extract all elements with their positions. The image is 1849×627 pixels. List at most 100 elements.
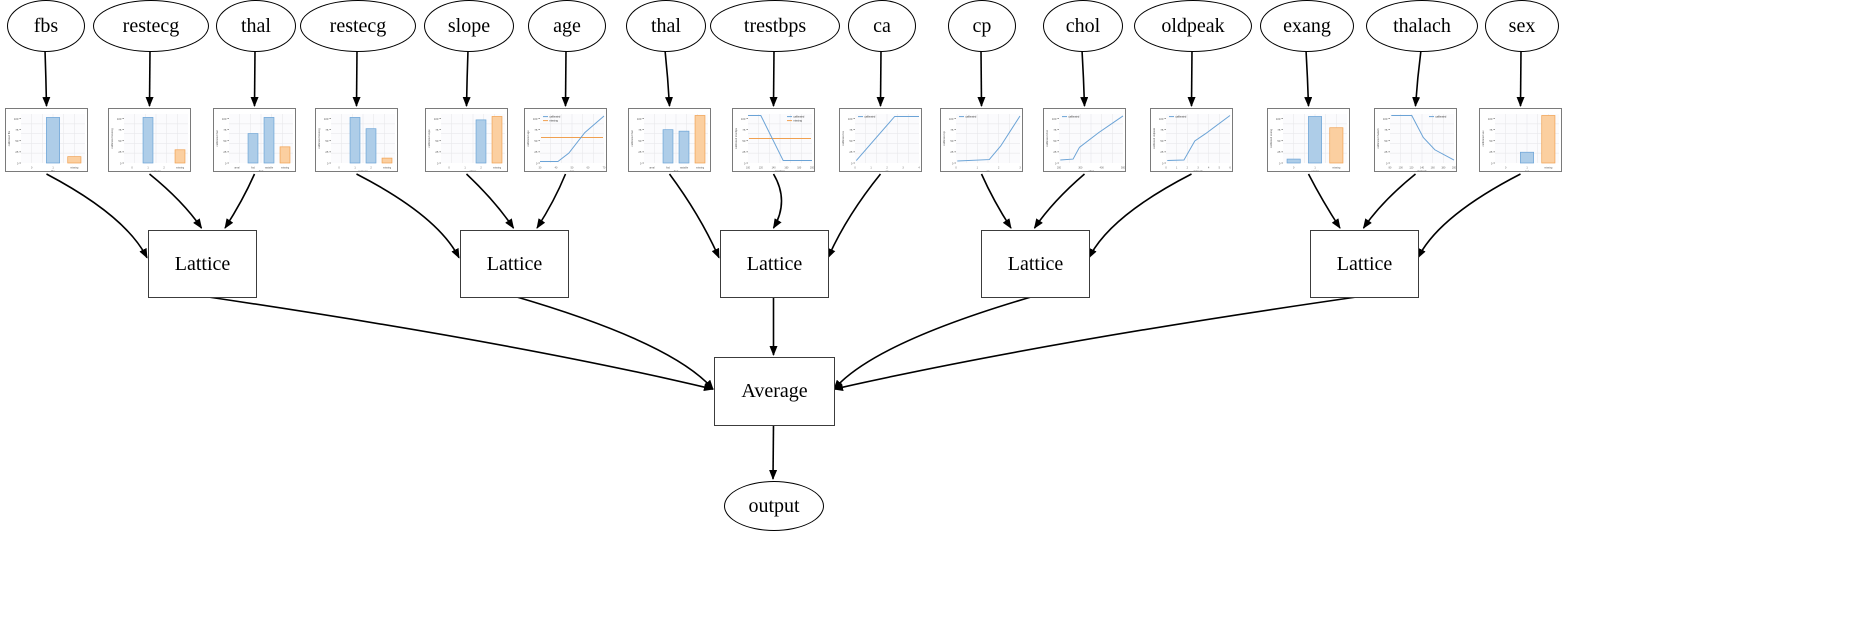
feature-node-thalach-13[interactable]: thalach — [1366, 0, 1478, 52]
svg-text:calibrated: calibrated — [1175, 116, 1186, 119]
svg-text:50: 50 — [15, 139, 18, 143]
svg-text:50: 50 — [849, 139, 852, 143]
svg-text:0: 0 — [536, 161, 538, 165]
svg-text:0: 0 — [1055, 161, 1057, 165]
lattice-node-2[interactable]: Lattice — [720, 230, 829, 298]
graph-edge — [1417, 173, 1521, 259]
feature-node-label: slope — [447, 15, 491, 37]
svg-text:140: 140 — [1420, 167, 1425, 170]
svg-text:0: 0 — [854, 167, 856, 170]
svg-text:50: 50 — [1053, 139, 1056, 143]
graph-edge — [465, 173, 515, 229]
svg-text:50: 50 — [223, 139, 226, 143]
feature-node-slope-4[interactable]: slope — [424, 0, 514, 52]
plot-ylabel: calibrated cp — [942, 131, 946, 146]
feature-node-label: trestbps — [743, 15, 807, 37]
feature-node-oldpeak-11[interactable]: oldpeak — [1134, 0, 1252, 52]
feature-node-thal-2[interactable]: thal — [216, 0, 296, 52]
svg-text:25: 25 — [325, 150, 328, 154]
plot-xlabel: chol — [1088, 169, 1094, 172]
output-node[interactable]: output — [724, 481, 824, 531]
graph-edge — [664, 49, 673, 107]
graph-edge — [42, 49, 51, 107]
svg-text:missing: missing — [70, 167, 79, 170]
lattice-node-1[interactable]: Lattice — [460, 230, 569, 298]
graph-edge — [1412, 49, 1422, 107]
graph-edge — [356, 173, 460, 259]
feature-node-chol-10[interactable]: chol — [1043, 0, 1123, 52]
svg-text:0: 0 — [448, 167, 450, 170]
svg-text:fixd: fixd — [251, 167, 255, 170]
svg-text:0: 0 — [1505, 167, 1507, 170]
svg-text:75: 75 — [223, 128, 226, 132]
svg-text:25: 25 — [15, 150, 18, 154]
feature-node-age-5[interactable]: age — [528, 0, 606, 52]
svg-text:120: 120 — [1409, 167, 1414, 170]
svg-text:50: 50 — [1489, 139, 1492, 143]
feature-node-restecg-3[interactable]: restecg — [300, 0, 416, 52]
feature-node-exang-12[interactable]: exang — [1260, 0, 1354, 52]
graph-edge — [46, 173, 148, 259]
feature-node-cp-9[interactable]: cp — [948, 0, 1016, 52]
svg-text:2: 2 — [1187, 167, 1189, 170]
lattice-node-0[interactable]: Lattice — [148, 230, 257, 298]
svg-text:100: 100 — [637, 117, 642, 121]
svg-text:30: 30 — [539, 167, 542, 170]
graph-edge — [833, 295, 1364, 392]
plot-ylabel: calibrated age — [526, 130, 530, 147]
svg-text:25: 25 — [1489, 150, 1492, 154]
plot-ylabel: calibrated restecg — [317, 128, 321, 149]
svg-text:1: 1 — [1314, 167, 1316, 170]
svg-text:75: 75 — [1384, 128, 1387, 132]
svg-text:50: 50 — [534, 139, 537, 143]
svg-text:100: 100 — [1399, 167, 1404, 170]
feature-node-trestbps-7[interactable]: trestbps — [710, 0, 840, 52]
graph-edge — [769, 49, 778, 107]
feature-node-ca-8[interactable]: ca — [848, 0, 916, 52]
feature-node-thal-6[interactable]: thal — [626, 0, 706, 52]
feature-node-fbs-0[interactable]: fbs — [7, 0, 85, 52]
average-node[interactable]: Average — [714, 357, 835, 426]
graph-edge — [980, 173, 1012, 229]
plot-ylabel: calibrated restecg — [110, 128, 114, 149]
plot-xlabel: thal — [259, 169, 264, 172]
svg-text:0: 0 — [327, 161, 329, 165]
svg-text:missing: missing — [383, 167, 392, 170]
svg-text:areal: areal — [649, 167, 655, 170]
svg-text:2: 2 — [886, 167, 888, 170]
feature-node-restecg-1[interactable]: restecg — [93, 0, 209, 52]
svg-text:25: 25 — [742, 150, 745, 154]
svg-text:75: 75 — [118, 128, 121, 132]
lattice-node-4[interactable]: Lattice — [1310, 230, 1419, 298]
svg-text:200: 200 — [1452, 167, 1457, 170]
lattice-node-3[interactable]: Lattice — [981, 230, 1090, 298]
svg-text:75: 75 — [638, 128, 641, 132]
svg-text:0: 0 — [1491, 161, 1493, 165]
svg-text:calibrated: calibrated — [965, 116, 976, 119]
svg-text:1: 1 — [977, 167, 979, 170]
svg-text:variable: variable — [265, 167, 274, 170]
plot-ylabel: calibrated fbs — [7, 130, 11, 146]
svg-text:25: 25 — [118, 150, 121, 154]
svg-text:50: 50 — [118, 139, 121, 143]
svg-text:4: 4 — [1208, 167, 1210, 170]
feature-node-sex-14[interactable]: sex — [1485, 0, 1559, 52]
svg-text:75: 75 — [1277, 128, 1280, 132]
